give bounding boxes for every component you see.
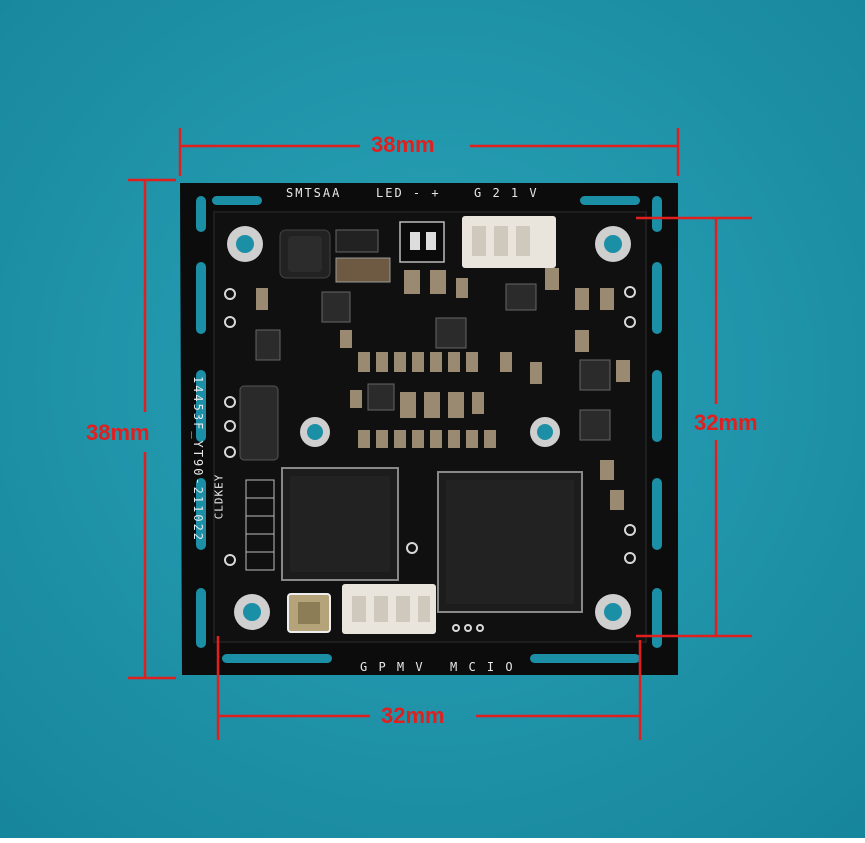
- silkscreen-model: 14453F_YT90-211022: [191, 375, 206, 543]
- silkscreen-mcio: M C I O: [450, 660, 515, 674]
- frame-slot: [652, 478, 662, 550]
- silkscreen-gpmv: G P M V: [360, 660, 425, 674]
- test-pads: [224, 286, 636, 632]
- frame-slot: [196, 196, 206, 232]
- top-connector: [462, 216, 556, 268]
- mounting-hole: [227, 226, 263, 262]
- silkscreen-smtsaa: SMTSAA: [286, 186, 342, 200]
- frame-slot: [222, 654, 332, 663]
- frame-slot: [196, 478, 206, 550]
- top-width-label: 38mm: [371, 132, 435, 157]
- frame-slot: [652, 370, 662, 442]
- smd-resistor-array: [256, 268, 630, 510]
- silkscreen-led: LED - +: [376, 186, 441, 200]
- right-height-label: 32mm: [694, 410, 758, 435]
- silkscreen-g21v: G 2 1 V: [474, 186, 539, 200]
- bottom-connector: [342, 584, 436, 634]
- frame-slot: [652, 262, 662, 334]
- ic-array: [255, 283, 611, 441]
- led-pad: [399, 221, 445, 263]
- frame-slot: [580, 196, 640, 205]
- mounting-hole: [595, 226, 631, 262]
- smd-component: [335, 229, 379, 253]
- diode: [239, 385, 279, 461]
- silkscreen-key: CLDKEY: [212, 473, 226, 520]
- frame-slot: [652, 196, 662, 232]
- frame-slot: [196, 262, 206, 334]
- processor-chip: [281, 467, 399, 581]
- pcb-board: [180, 183, 678, 675]
- frame-slot: [212, 196, 262, 205]
- mounting-hole: [300, 417, 330, 447]
- frame-slot: [652, 588, 662, 648]
- frame-slot: [196, 370, 206, 442]
- frame-slot: [530, 654, 640, 663]
- main-chip: [437, 471, 583, 613]
- mounting-hole: [234, 594, 270, 630]
- mounting-hole: [530, 417, 560, 447]
- dimension-lines: [128, 128, 752, 740]
- frame-slot: [196, 588, 206, 648]
- capacitor: [335, 257, 391, 283]
- left-height-label: 38mm: [86, 420, 150, 445]
- bottom-width-label: 32mm: [381, 703, 445, 728]
- connector-header: [245, 479, 275, 571]
- mounting-hole: [595, 594, 631, 630]
